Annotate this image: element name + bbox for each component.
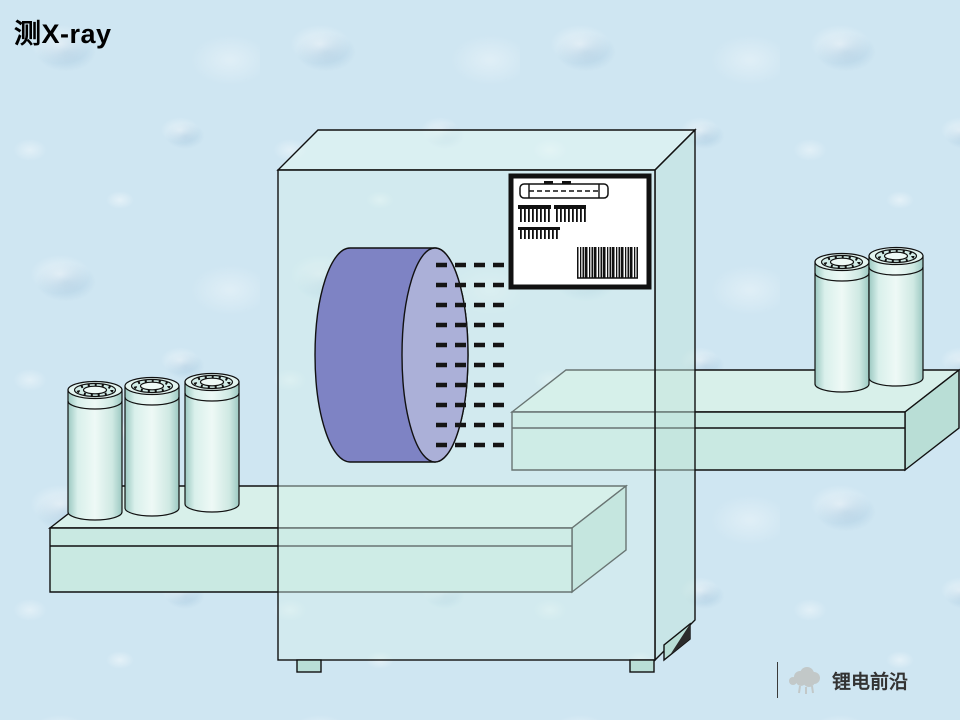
xray-image-electrode-combs bbox=[518, 205, 586, 239]
right-batteries bbox=[813, 246, 925, 394]
battery bbox=[183, 372, 241, 514]
sheep-icon bbox=[788, 667, 820, 694]
watermark-label: 锂电前沿 bbox=[831, 671, 908, 693]
left-batteries bbox=[66, 372, 241, 522]
battery bbox=[123, 376, 181, 518]
chamber-foot bbox=[629, 659, 655, 673]
right-conveyor bbox=[509, 368, 960, 472]
xray-display-panel bbox=[508, 173, 652, 290]
chamber-foot-shadow bbox=[670, 624, 690, 655]
chamber-foot bbox=[296, 659, 322, 673]
page-title: 测X-ray bbox=[14, 19, 112, 49]
xray-image-cell-outline bbox=[519, 181, 609, 199]
battery bbox=[813, 252, 871, 394]
battery bbox=[66, 380, 124, 522]
xray-source-drum bbox=[314, 247, 469, 463]
xray-image-barcode bbox=[577, 247, 638, 279]
watermark: 锂电前沿 bbox=[776, 662, 908, 698]
watermark-divider bbox=[776, 662, 778, 698]
battery bbox=[867, 246, 925, 388]
